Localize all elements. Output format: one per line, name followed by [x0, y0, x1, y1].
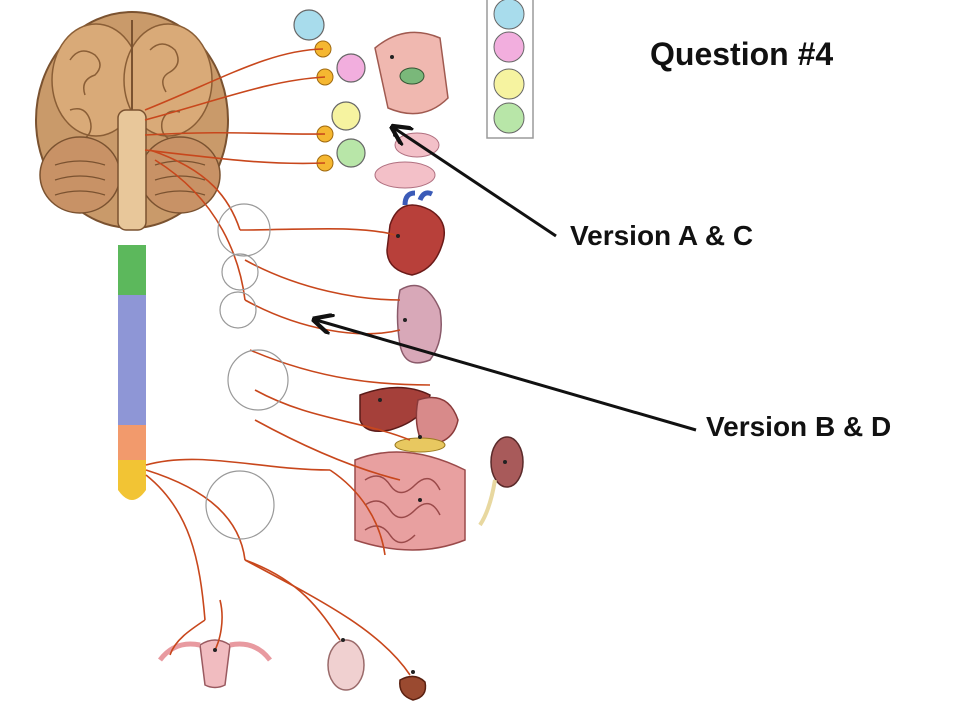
legend-circle-blue: [493, 0, 525, 30]
cranial-ganglia: [293, 9, 366, 172]
legend-circle-green: [493, 102, 525, 134]
salivary-gland-icon: [374, 161, 436, 189]
testis-icon: [327, 639, 365, 691]
legend-circle-pink: [493, 31, 525, 63]
arrow-version-bd: [316, 320, 697, 432]
chain-ganglia: [205, 203, 289, 540]
spinal-cord: [118, 245, 146, 500]
ganglion-dots: [213, 55, 507, 674]
organs: [158, 31, 524, 701]
heart-icon: [386, 204, 445, 276]
legend-box: [486, 0, 534, 139]
legend-circle-yellow: [493, 68, 525, 100]
bladder-icon: [399, 675, 427, 701]
spinal-segment-sacral: [118, 460, 146, 500]
spinal-segment-thoracic: [118, 295, 146, 425]
nerve-pathways: [144, 48, 431, 676]
version-bd-label: Version B & D: [706, 411, 892, 442]
spinal-segment-lumbar: [118, 425, 146, 460]
lung-icon: [396, 284, 442, 364]
question-title: Question #4: [650, 36, 834, 72]
stomach-icon: [415, 396, 459, 446]
version-ac-label: Version A & C: [570, 220, 754, 251]
uterus-icon: [199, 639, 231, 689]
arrow-version-ac: [394, 128, 557, 238]
brain: [35, 11, 229, 231]
spinal-segment-cervical: [118, 245, 146, 295]
